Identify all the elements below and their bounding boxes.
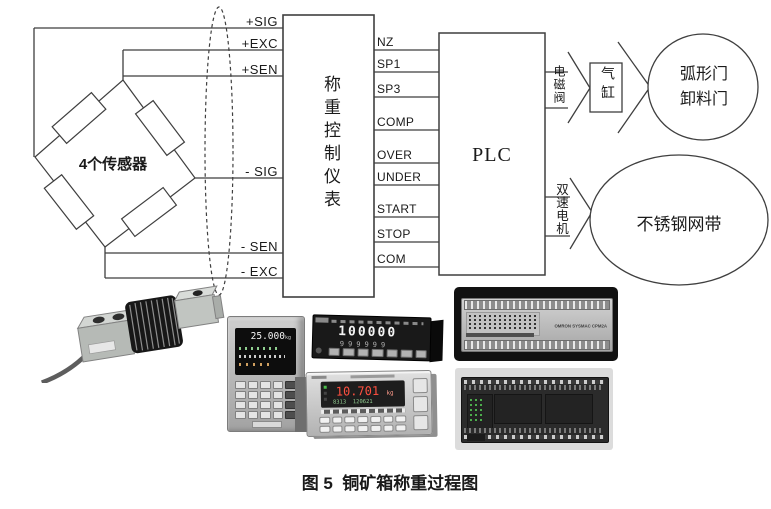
indicator-display-value: 25.000kg bbox=[250, 331, 291, 342]
indicator-keypad bbox=[235, 381, 296, 419]
plc-photo-top: OMRON SYSMAC CPM2A bbox=[454, 287, 618, 361]
controller-label-strip bbox=[321, 408, 406, 414]
plc-terminal-strip-bottom bbox=[464, 340, 610, 350]
controller-keypad bbox=[319, 415, 407, 433]
solenoid-valve-label: 电磁阀 bbox=[552, 65, 566, 104]
figure-caption: 图 5 铜矿箱称重过程图 bbox=[301, 474, 479, 493]
meter-brand-plate bbox=[315, 317, 329, 323]
plc-label-strip bbox=[466, 333, 534, 337]
plc-photo-bottom bbox=[455, 368, 613, 450]
weighing-indicator-photo-left: 25.000kg bbox=[227, 316, 305, 432]
arrow-chevron-3 bbox=[569, 177, 593, 250]
plc-label: PLC bbox=[472, 144, 512, 166]
wire-label-minus-sen: - SEN bbox=[240, 239, 278, 254]
display-tick-row bbox=[239, 355, 285, 358]
meter-front-panel: 100000 999999 bbox=[311, 314, 432, 362]
indicator-display: 25.000kg bbox=[235, 328, 296, 375]
arc-door-label: 弧形门 卸料门 bbox=[649, 62, 759, 112]
plc-screw-row-bottom bbox=[464, 428, 604, 433]
controller-brand-plate bbox=[311, 375, 327, 379]
arrow-chevron-1 bbox=[567, 51, 591, 124]
controller-display: 10.701 kg 8313 120621 bbox=[320, 380, 406, 408]
load-cell-nameplate bbox=[88, 340, 116, 355]
plc-brand-text: OMRON SYSMAC CPM2A bbox=[554, 324, 607, 330]
mount-hole-1 bbox=[92, 316, 105, 324]
plc-connector-cover bbox=[467, 434, 485, 441]
wire-label-minus-exc: - EXC bbox=[240, 264, 278, 279]
indicator-display-unit: kg bbox=[284, 335, 291, 341]
controller-display-unit: kg bbox=[386, 389, 394, 397]
plc-screw-row-top bbox=[464, 385, 604, 390]
panel-meter-photo: 100000 999999 bbox=[311, 314, 444, 363]
plc-expansion-cover-2 bbox=[545, 394, 593, 424]
meter-side-panel bbox=[429, 319, 444, 363]
cylinder-box bbox=[589, 62, 623, 113]
display-tick-row bbox=[239, 363, 269, 366]
arc-door-label-line2: 卸料门 bbox=[679, 91, 728, 108]
load-cell-photo bbox=[41, 285, 225, 383]
controller-status-leds bbox=[323, 385, 327, 404]
plc-unit-dark bbox=[461, 377, 609, 443]
meter-display-value: 100000 bbox=[337, 323, 398, 341]
bridge-label: 4个传感器 bbox=[78, 156, 148, 173]
load-cell-end-cap bbox=[211, 295, 225, 320]
plc-led-column bbox=[467, 394, 493, 430]
sensor-wires bbox=[33, 27, 283, 279]
controller-box bbox=[282, 14, 375, 298]
wire-label-plus-sen: +SEN bbox=[241, 62, 278, 77]
cylinder-label: 气缸 bbox=[600, 66, 616, 104]
plc-terminal-strip-top bbox=[464, 300, 610, 310]
signal-label-sp3: SP3 bbox=[377, 82, 401, 96]
indicator-footer-plate bbox=[252, 421, 282, 428]
load-cell-right-block bbox=[174, 293, 220, 330]
belt-ellipse bbox=[589, 154, 769, 286]
wire-label-plus-sig: +SIG bbox=[246, 14, 278, 29]
controller-sub-display: 8313 120621 bbox=[332, 398, 373, 406]
plc-box bbox=[438, 32, 546, 276]
signal-label-under: UNDER bbox=[377, 170, 422, 184]
controller-display-value: 10.701 kg bbox=[335, 383, 394, 399]
arc-door-label-line1: 弧形门 bbox=[679, 66, 728, 83]
controller-label: 称重控制仪表 bbox=[321, 75, 340, 213]
indicator-side-shadow bbox=[295, 377, 308, 432]
arc-door-circle bbox=[647, 33, 759, 141]
controller-title-strip bbox=[350, 374, 395, 379]
wire-label-minus-sig: - SIG bbox=[245, 164, 278, 179]
signal-label-stop: STOP bbox=[377, 227, 411, 241]
signal-label-nz: NZ bbox=[377, 35, 394, 49]
signal-label-comp: COMP bbox=[377, 115, 415, 129]
two-speed-motor-label: 双速电机 bbox=[554, 183, 568, 235]
display-tick-row bbox=[239, 347, 277, 350]
plc-label-row-bottom bbox=[464, 435, 604, 439]
mount-hole-2 bbox=[112, 313, 125, 321]
arrow-chevron-2 bbox=[617, 41, 651, 134]
signal-label-start: START bbox=[377, 202, 417, 216]
meter-power-dot bbox=[315, 347, 322, 354]
mount-hole-3 bbox=[192, 290, 203, 296]
output-stubs bbox=[545, 71, 570, 237]
load-cell-elements bbox=[43, 91, 186, 238]
signal-label-over: OVER bbox=[377, 148, 413, 162]
plc-expansion-cover-1 bbox=[494, 394, 542, 424]
wire-label-plus-exc: +EXC bbox=[241, 36, 278, 51]
weighing-controller-photo-bottom: 10.701 kg 8313 120621 bbox=[305, 369, 433, 438]
signal-label-sp1: SP1 bbox=[377, 57, 401, 71]
belt-label: 不锈钢网带 bbox=[636, 215, 722, 234]
bellows-ridges bbox=[129, 297, 180, 351]
plc-label-row-top bbox=[464, 380, 604, 384]
meter-button-row bbox=[328, 347, 427, 359]
signal-wires bbox=[374, 49, 439, 268]
controller-side-keys bbox=[412, 377, 429, 431]
plc-unit: OMRON SYSMAC CPM2A bbox=[461, 298, 613, 352]
cable-bundle-ellipse bbox=[204, 6, 234, 296]
signal-label-com: COM bbox=[377, 252, 406, 266]
